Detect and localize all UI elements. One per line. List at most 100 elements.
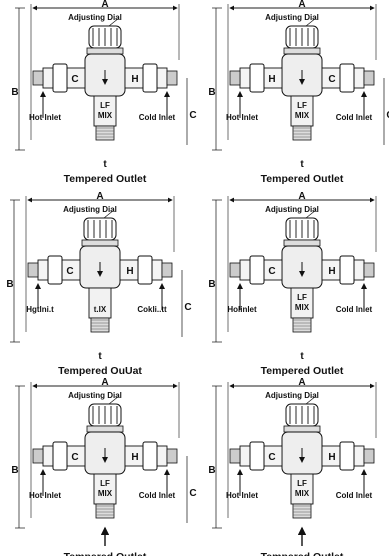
mid-label: t.IX [94,305,107,314]
dimension-a-label: A [101,377,108,388]
inlet-fitting-right [363,448,375,464]
outlet-fitting [292,503,312,519]
outlet-fitting [95,125,115,141]
lf-label: LF [297,293,307,302]
adjusting-dial-label: Adjusting Dial [68,391,122,400]
inlet-fitting-left [32,70,44,86]
hot-inlet-label: Hot Inlet [29,491,61,500]
adjusting-dial-label: Adjusting Dial [265,13,319,22]
union-nut-right [137,255,153,285]
union-nut-right [339,441,355,471]
dimension-c-label: C [386,110,389,121]
union-nut-right [339,63,355,93]
inlet-fitting-right [363,70,375,86]
right-port-letter: H [131,452,138,463]
dimension-b-label: B [208,279,215,290]
right-port-letter: H [328,266,335,277]
inlet-fitting-right [166,70,178,86]
right-port-letter: H [126,266,133,277]
dimension-a-label: A [101,0,108,10]
inlet-fitting-right [166,448,178,464]
outlet-arrow-glyph: t [103,159,107,170]
inlet-fitting-right [161,262,173,278]
dimension-a-label: A [96,191,103,202]
inlet-fitting-left [229,262,241,278]
dimension-b-label: B [208,87,215,98]
cold-inlet-label: Cold Inlet [139,113,176,122]
right-port-letter: H [131,74,138,85]
lf-label: LF [100,479,110,488]
hot-inlet-label: Hot Inlet [226,113,258,122]
outlet-arrow-glyph: t [300,159,304,170]
right-port-letter: H [328,452,335,463]
dimension-c-label: C [189,488,196,499]
inlet-fitting-left [229,448,241,464]
adjusting-dial-label: Adjusting Dial [265,391,319,400]
mix-label: MIX [98,489,113,498]
adjusting-dial-label: Adjusting Dial [265,205,319,214]
inlet-fitting-left [32,448,44,464]
inlet-fitting-right [363,262,375,278]
tempered-outlet-label: Tempered OuUat [58,365,142,377]
outlet-fitting [95,503,115,519]
tempered-outlet-label: Tempered Outlet [261,173,344,185]
mix-label: MIX [295,489,310,498]
outlet-fitting [292,125,312,141]
tempered-outlet-label: Tempered Outlet [64,551,147,556]
dimension-b-label: B [11,87,18,98]
tempered-outlet-label: Tempered Outlet [261,365,344,377]
outlet-fitting [292,317,312,333]
outlet-arrow-glyph: t [300,351,304,362]
hot-inlet-label: Hgtlni.t [26,305,54,314]
cold-inlet-label: Cold Inlet [336,113,373,122]
union-nut-left [52,441,68,471]
inlet-fitting-left [27,262,39,278]
union-nut-right [142,441,158,471]
mix-label: MIX [98,111,113,120]
union-nut-left [249,441,265,471]
union-nut-left [249,255,265,285]
hot-inlet-label: Hot Inlet [226,491,258,500]
dimension-c-label: C [189,110,196,121]
dimension-b-label: B [11,465,18,476]
tempered-outlet-label: Tempered Outlet [64,173,147,185]
union-nut-left [52,63,68,93]
union-nut-left [249,63,265,93]
left-port-letter: C [71,74,78,85]
union-nut-right [142,63,158,93]
cold-inlet-label: Cold Inlet [336,305,373,314]
dimension-b-label: B [208,465,215,476]
mix-label: MIX [295,111,310,120]
left-port-letter: C [66,266,73,277]
dimension-c-label: C [184,302,191,313]
dimension-b-label: B [6,279,13,290]
left-port-letter: C [268,266,275,277]
right-port-letter: C [328,74,335,85]
hot-inlet-label: Hot Inlet [29,113,61,122]
hot-inlet-label: Holinlet [227,305,257,314]
tempered-outlet-label: Tempered Outlet [261,551,344,556]
left-port-letter: C [71,452,78,463]
dimension-a-label: A [298,377,305,388]
cold-inlet-label: Cold Inlet [336,491,373,500]
lf-label: LF [297,101,307,110]
cold-inlet-label: Cokli..tt [137,305,167,314]
union-nut-left [47,255,63,285]
outlet-fitting [90,317,110,333]
lf-label: LF [100,101,110,110]
left-port-letter: H [268,74,275,85]
outlet-arrow-glyph: t [98,351,102,362]
union-nut-right [339,255,355,285]
dimension-a-label: A [298,0,305,10]
dimension-a-label: A [298,191,305,202]
adjusting-dial-label: Adjusting Dial [68,13,122,22]
left-port-letter: C [268,452,275,463]
mix-label: MIX [295,303,310,312]
